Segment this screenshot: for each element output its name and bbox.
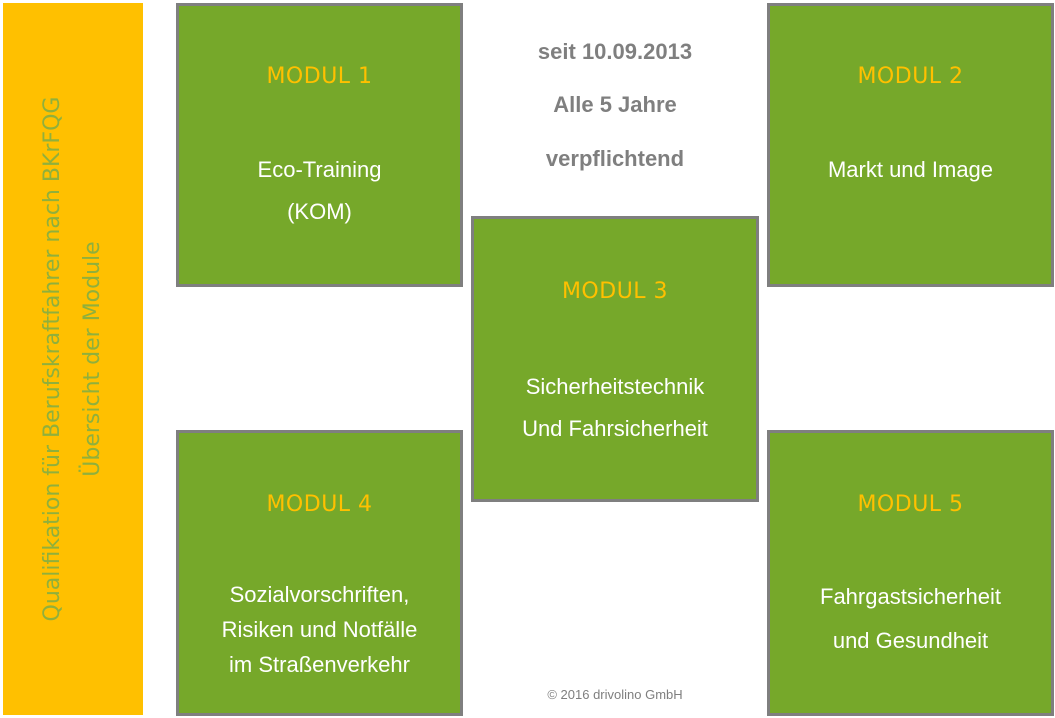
module-1-line-1: Eco-Training xyxy=(257,157,382,182)
module-4-description: Sozialvorschriften, Risiken und Notfälle… xyxy=(179,577,460,682)
sidebar-title-line-1: Qualifikation für Berufskraftfahrer nach… xyxy=(40,96,65,622)
module-2-line-1: Markt und Image xyxy=(827,157,994,182)
module-1-description: Eco-Training (KOM) xyxy=(179,149,460,233)
module-3-box: MODUL 3 Sicherheitstechnik Und Fahrsiche… xyxy=(471,216,759,502)
module-2-description: Markt und Image xyxy=(770,149,1051,191)
info-mandatory: verpflichtend xyxy=(545,146,685,171)
module-5-description: Fahrgastsicherheit und Gesundheit xyxy=(770,575,1051,663)
module-4-line-2: Risiken und Notfälle xyxy=(221,617,418,642)
module-5-title: MODUL 5 xyxy=(857,492,964,517)
info-since-date: seit 10.09.2013 xyxy=(537,39,693,64)
module-3-description: Sicherheitstechnik Und Fahrsicherheit xyxy=(474,366,756,450)
module-5-line-1: Fahrgastsicherheit xyxy=(820,584,1001,609)
module-3-line-1: Sicherheitstechnik xyxy=(525,374,705,399)
info-interval: Alle 5 Jahre xyxy=(553,92,677,117)
sidebar-title-line-2: Übersicht der Module xyxy=(80,241,105,477)
copyright-notice: © 2016 drivolino GmbH xyxy=(547,687,683,702)
module-5-box: MODUL 5 Fahrgastsicherheit und Gesundhei… xyxy=(767,430,1054,716)
module-1-title: MODUL 1 xyxy=(266,64,373,89)
module-1-line-2: (KOM) xyxy=(287,199,352,224)
module-4-box: MODUL 4 Sozialvorschriften, Risiken und … xyxy=(176,430,463,716)
module-4-title: MODUL 4 xyxy=(266,492,373,517)
module-1-box: MODUL 1 Eco-Training (KOM) xyxy=(176,3,463,287)
module-2-box: MODUL 2 Markt und Image xyxy=(767,3,1054,287)
module-5-line-2: und Gesundheit xyxy=(832,628,989,653)
module-2-title: MODUL 2 xyxy=(857,64,964,89)
sidebar-title: Qualifikation für Berufskraftfahrer nach… xyxy=(33,9,113,709)
module-3-title: MODUL 3 xyxy=(561,279,669,304)
module-3-line-2: Und Fahrsicherheit xyxy=(522,416,708,441)
sidebar-banner: Qualifikation für Berufskraftfahrer nach… xyxy=(3,3,143,715)
module-4-line-3: im Straßenverkehr xyxy=(229,652,410,677)
module-4-line-1: Sozialvorschriften, xyxy=(229,582,410,607)
